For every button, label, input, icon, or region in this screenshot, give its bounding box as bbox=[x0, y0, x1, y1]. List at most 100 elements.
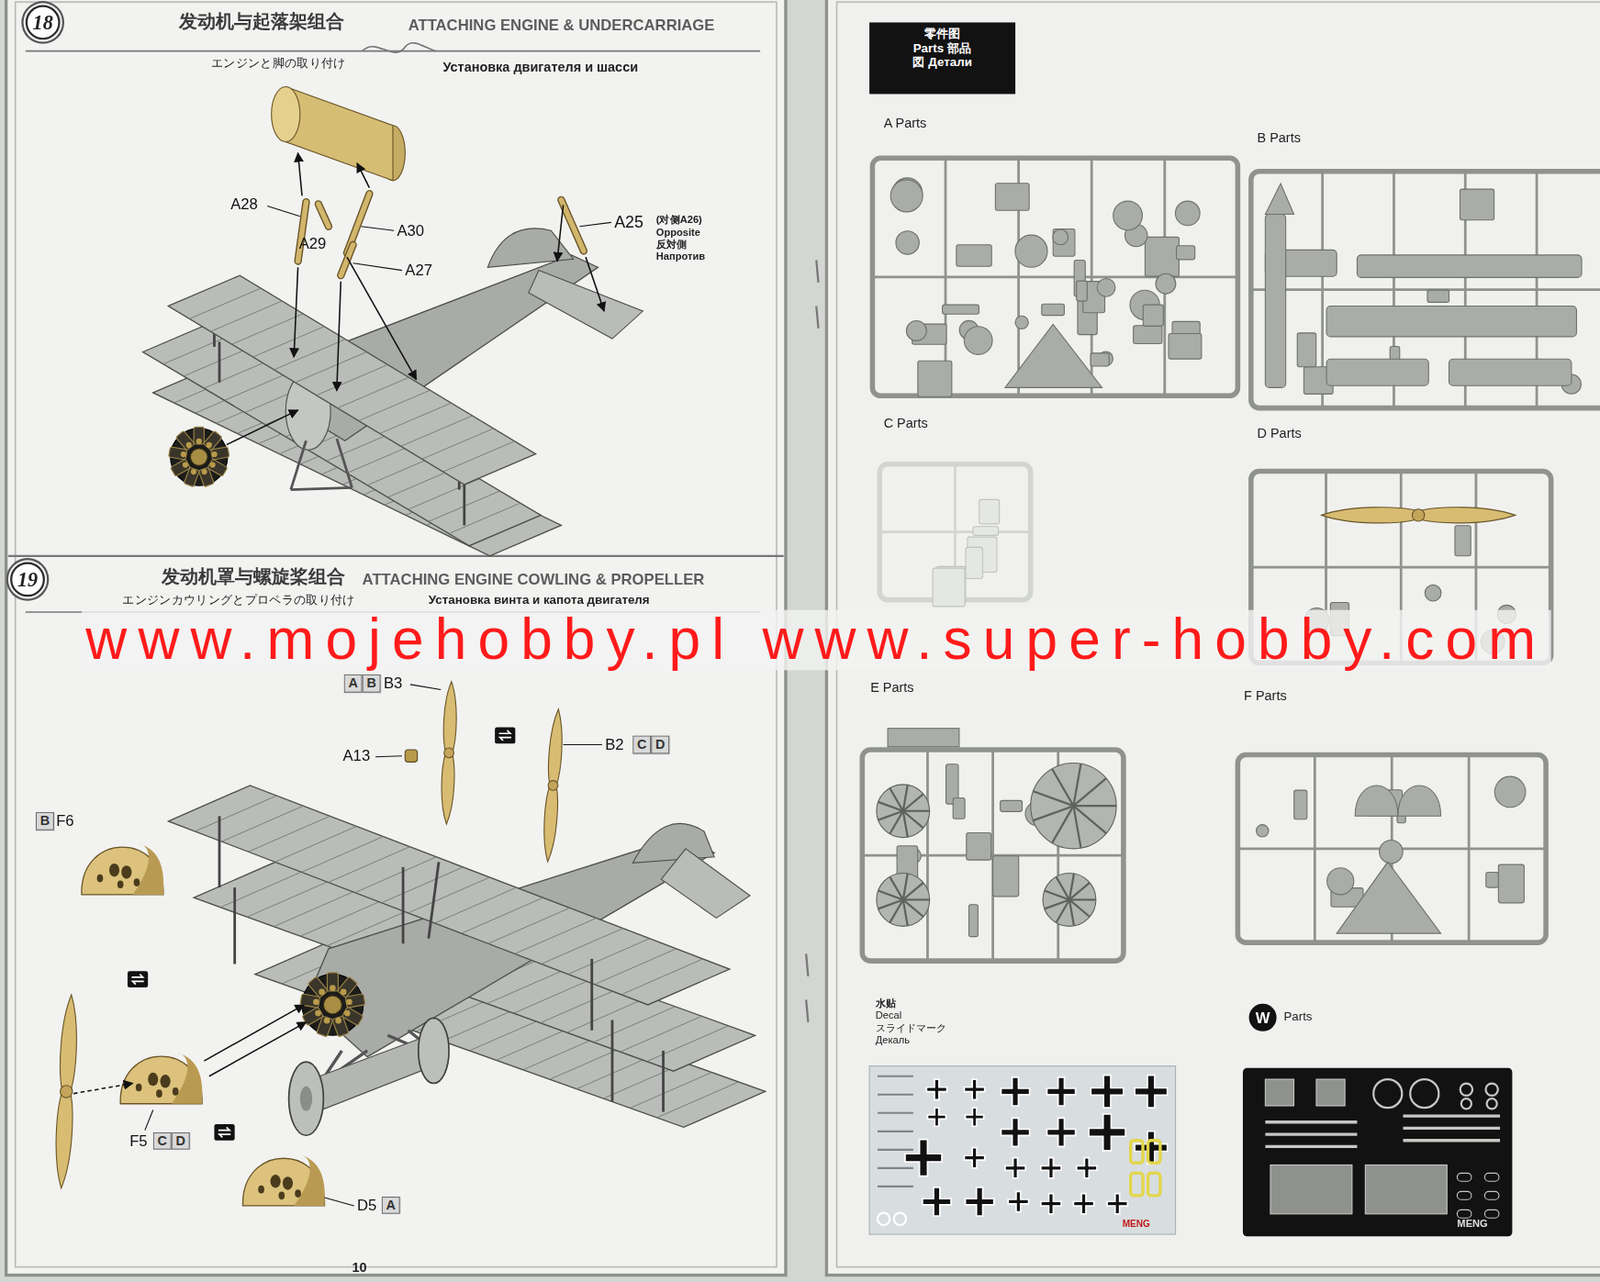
sprue-part bbox=[973, 526, 999, 537]
sprue-part bbox=[1015, 234, 1048, 268]
step-number: 18 bbox=[25, 5, 61, 41]
engine-spoke bbox=[903, 810, 930, 813]
decal-sheet bbox=[869, 1066, 1175, 1235]
sprue-frame bbox=[1237, 755, 1546, 944]
engine-valve bbox=[186, 442, 192, 448]
strut bbox=[428, 861, 439, 939]
sprue-part bbox=[1174, 201, 1200, 226]
sprue-part bbox=[1000, 800, 1023, 812]
engine-spoke bbox=[903, 898, 930, 901]
staple bbox=[816, 305, 818, 328]
propeller bbox=[440, 681, 459, 825]
part-label: A27 bbox=[404, 262, 433, 280]
interplane-strut bbox=[611, 1020, 615, 1103]
decal-paper bbox=[869, 1066, 1175, 1235]
leader-line bbox=[410, 684, 441, 691]
engine-valve bbox=[209, 461, 215, 468]
pe-belt bbox=[1264, 1145, 1357, 1149]
staple bbox=[805, 999, 808, 1022]
engine-cylinder bbox=[211, 447, 230, 460]
strut bbox=[560, 200, 583, 252]
wing-rib bbox=[247, 816, 330, 852]
engine-spoke bbox=[1073, 778, 1107, 806]
part-label: 反対側 bbox=[656, 238, 687, 250]
pe-part bbox=[1264, 1079, 1294, 1107]
engine-spoke bbox=[878, 811, 904, 821]
engine-cylinder bbox=[202, 430, 223, 451]
iron-cross-decal bbox=[965, 1187, 995, 1217]
wing-rib bbox=[220, 872, 303, 908]
wing-rib bbox=[246, 881, 329, 918]
cowling-hole bbox=[282, 1176, 293, 1190]
sprue-part bbox=[1015, 315, 1029, 329]
wing-rib bbox=[621, 959, 704, 996]
engine-part bbox=[1042, 873, 1097, 928]
assembly-arrow bbox=[226, 410, 299, 446]
sprue-frame bbox=[861, 749, 1124, 962]
engine-valve bbox=[182, 461, 189, 468]
iron-cross-decal bbox=[1090, 1075, 1124, 1109]
sprue-part bbox=[895, 231, 919, 255]
wing-part bbox=[1448, 358, 1571, 386]
leader-line bbox=[353, 263, 403, 271]
sprue-part bbox=[1113, 201, 1143, 231]
engine-valve bbox=[346, 998, 353, 1006]
step-heading: エンジンカウリングとプロペラの取り付け bbox=[122, 593, 355, 608]
engine-cylinder bbox=[326, 973, 338, 992]
cowling-hole bbox=[121, 865, 132, 879]
pe-part bbox=[1409, 1079, 1439, 1108]
sprue-part bbox=[1379, 839, 1404, 864]
leader-line bbox=[324, 1197, 354, 1207]
pe-belt bbox=[1264, 1120, 1357, 1124]
iron-cross-decal bbox=[922, 1187, 952, 1217]
engine-cylinder bbox=[168, 447, 188, 460]
sprue-heading: F Parts bbox=[1243, 688, 1287, 704]
sprue-runner bbox=[872, 275, 1238, 279]
cowling-hole bbox=[135, 1084, 143, 1093]
propeller-blade bbox=[1321, 507, 1516, 524]
swap-icon bbox=[127, 971, 148, 988]
step-heading: 发动机罩与螺旋桨组合 bbox=[161, 567, 346, 588]
part-label: Decal bbox=[875, 1009, 902, 1021]
parts-heading-box: 零件图 Parts 部品図 Детали bbox=[869, 22, 1016, 94]
engine-valve bbox=[314, 1010, 322, 1018]
sprue-runner bbox=[1251, 288, 1600, 291]
iron-cross-decal bbox=[1040, 1194, 1062, 1215]
node-text: 18 bbox=[33, 11, 54, 35]
part-label: A29 bbox=[299, 235, 327, 253]
wing-rib bbox=[593, 1006, 676, 1043]
cowling-part bbox=[1398, 785, 1442, 817]
sprue-part bbox=[993, 856, 1019, 897]
engine-valve bbox=[190, 469, 197, 475]
engine-spoke bbox=[1051, 769, 1074, 806]
step-heading: 发动机与起落架组合 bbox=[179, 11, 345, 33]
decal-roundel bbox=[894, 1213, 907, 1226]
propeller bbox=[53, 995, 79, 1190]
leader-line bbox=[267, 206, 301, 217]
pe-part bbox=[1456, 1173, 1472, 1182]
cowling-shade bbox=[293, 1154, 325, 1207]
sprue-part bbox=[1486, 872, 1500, 888]
sprue bbox=[1237, 755, 1546, 944]
interplane-strut bbox=[661, 1051, 665, 1113]
interplane-strut bbox=[233, 887, 236, 964]
undercarriage-leg bbox=[290, 487, 353, 490]
swap-arrows bbox=[218, 1127, 231, 1138]
engine-spoke bbox=[1055, 876, 1069, 900]
node-text: D bbox=[651, 737, 669, 753]
engine-spoke bbox=[903, 794, 924, 812]
part-label: Декаль bbox=[875, 1034, 910, 1046]
wing-part bbox=[1264, 213, 1286, 388]
engine-valve bbox=[196, 438, 202, 445]
leader-line bbox=[145, 1109, 154, 1131]
iron-cross-decal bbox=[965, 1107, 985, 1127]
propeller-blade bbox=[541, 708, 565, 862]
sprue-letter-box: A bbox=[344, 674, 363, 694]
assembly-arrow bbox=[336, 281, 341, 392]
assembly-arrow bbox=[293, 267, 298, 358]
part-label: F6 bbox=[55, 813, 74, 830]
sprue-letter-box: C bbox=[632, 735, 651, 754]
part-label: A25 bbox=[614, 212, 644, 232]
axle-fairing bbox=[305, 1035, 434, 1115]
leader-line bbox=[579, 222, 611, 226]
